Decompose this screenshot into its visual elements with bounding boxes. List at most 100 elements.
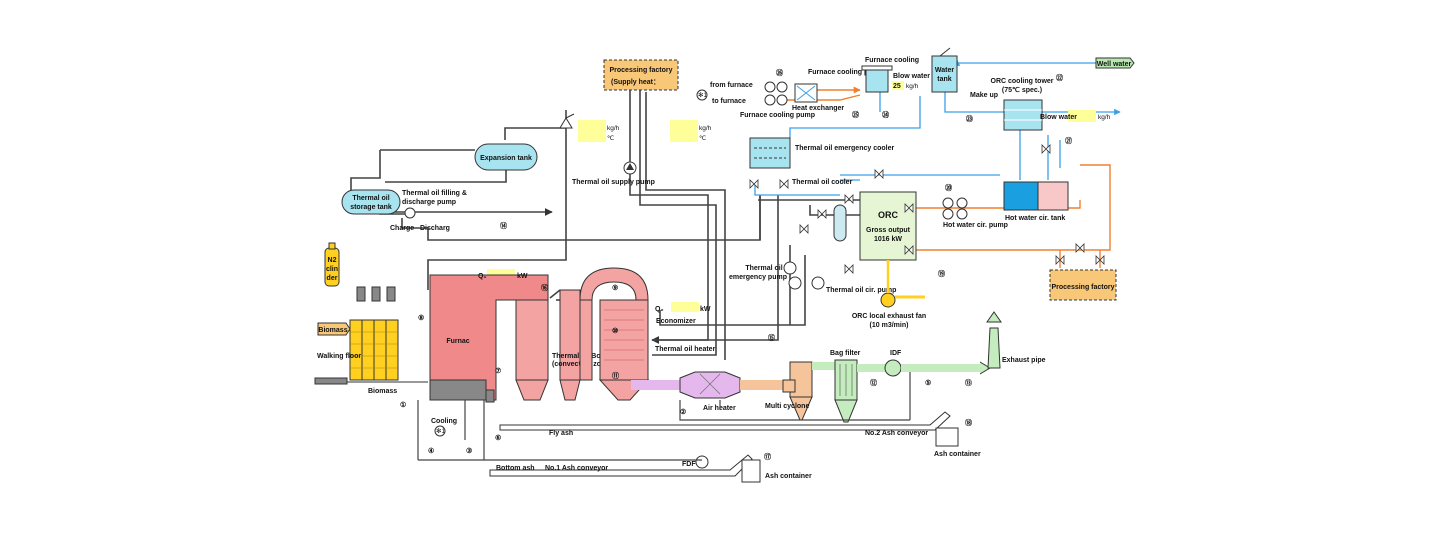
- water-tank: Water tank: [931, 55, 958, 93]
- exhaust-pipe-label: Exhaust pipe: [1002, 357, 1046, 364]
- marker-15: ⑮: [768, 333, 775, 342]
- ash-conveyors: [489, 411, 951, 477]
- svg-text:ORC: ORC: [878, 210, 899, 220]
- filling-pump-icon: [404, 207, 416, 219]
- furnace-cooling-pump-top-label: Furnace cooling pump: [808, 69, 883, 76]
- emergency-pump-label: Thermal oil: [745, 265, 782, 272]
- relief-valve-icon: [559, 113, 575, 129]
- thermal-oil-boiler: [515, 289, 581, 401]
- biomass-label: Biomass: [368, 388, 397, 395]
- marker-10: ⑩: [612, 327, 618, 335]
- unit-c-1: ℃: [607, 135, 615, 142]
- orc-exhaust-fan-icon: [880, 292, 896, 308]
- fdf-label: FDF: [682, 461, 696, 468]
- fly-ash-label: Fly ash: [549, 430, 573, 437]
- marker-14: ⑭: [500, 221, 507, 230]
- thermal-oil-cooler-label: Thermal oil cooler: [792, 179, 853, 186]
- marker-18: ⑱: [965, 418, 972, 427]
- flue-duct-purple: [631, 380, 680, 390]
- orc-exhaust-fan-capacity: (10 m3/min): [870, 322, 909, 329]
- multi-cyclone-label: Multi cyclone: [765, 403, 809, 410]
- cir-pump-label: Thermal oil cir. pump: [826, 287, 896, 294]
- marker-8: ⑧: [418, 314, 424, 322]
- unit-c-2: ℃: [699, 135, 707, 142]
- ash-container-bottom-label: Ash container: [765, 473, 812, 480]
- orc-exhaust-fan-label: ORC local exhaust fan: [852, 313, 926, 320]
- marker-19: ⑲: [938, 269, 945, 278]
- ash-container-right-label: Ash container: [934, 451, 981, 458]
- no1-conveyor-label: No.1 Ash conveyor: [545, 465, 608, 472]
- multi-cyclone: [782, 361, 813, 421]
- marker-16: ⑯: [541, 283, 548, 292]
- fdf-icon: [695, 455, 709, 469]
- to-furnace-label: to furnace: [712, 98, 746, 105]
- furnace: Furnac: [429, 274, 549, 403]
- svg-text:Biomass: Biomass: [318, 327, 347, 334]
- marker-25: ㉕: [852, 110, 859, 119]
- make-up-label: Make up: [970, 92, 998, 99]
- svg-text:✻1: ✻1: [436, 427, 445, 435]
- idf-icon: [884, 359, 902, 377]
- star1-marker-bottom: [434, 425, 446, 437]
- marker-2: ②: [680, 408, 686, 416]
- furnace-cooling-label: Furnace cooling: [865, 57, 919, 64]
- marker-12: ⑫: [870, 378, 877, 387]
- marker-24: ㉔: [882, 110, 889, 119]
- orc-cooling-tower-spec: (75℃ spec.): [1002, 86, 1042, 94]
- from-furnace-label: from furnace: [710, 82, 753, 89]
- economizer-label: Economizer: [656, 318, 696, 325]
- marker-1: ①: [400, 401, 406, 409]
- air-heater: [679, 371, 741, 399]
- marker-26: ㉖: [776, 68, 783, 77]
- blow-water-label: Blow water: [893, 73, 930, 80]
- furnace-cooling-pump-bottom-label: Furnace cooling pump: [740, 112, 815, 119]
- biomass-hoppers: [349, 286, 399, 381]
- orc-cooling-tower: [1003, 99, 1043, 131]
- emergency-pump-label-2: emergency pump: [729, 274, 787, 281]
- marker-7: ⑦: [495, 367, 501, 375]
- walking-floor-label: Walking floor: [317, 353, 361, 360]
- marker-13: ⑬: [965, 378, 972, 387]
- marker-22: ㉒: [1056, 73, 1063, 82]
- svg-text:Well water: Well water: [1097, 61, 1132, 68]
- furnace-cooling-tower: [861, 65, 893, 93]
- emergency-pump-icon: [783, 261, 797, 275]
- blow-water-2-label: Blow water: [1040, 114, 1077, 121]
- processing-factory-right: Processing factory: [1049, 269, 1117, 301]
- heat-exchanger-label: Heat exchanger: [792, 105, 844, 112]
- processing-factory-top: Processing factory (Supply heat：: [603, 59, 679, 91]
- q2-label: Q₂: [655, 306, 664, 313]
- svg-text:(Supply heat：: (Supply heat：: [611, 79, 660, 86]
- marker-23: ㉓: [966, 114, 973, 123]
- thermal-oil-storage-tank: Thermal oil storage tank: [341, 189, 401, 215]
- cooling-label: Cooling: [431, 418, 457, 425]
- thermal-oil-emergency-cooler: [749, 137, 791, 169]
- hot-water-tank-label: Hot water cir. tank: [1005, 215, 1065, 222]
- svg-text:Furnac: Furnac: [446, 338, 469, 345]
- svg-text:tank: tank: [937, 76, 952, 83]
- marker-3: ③: [466, 447, 472, 455]
- svg-text:clin: clin: [326, 266, 338, 273]
- svg-text:Expansion tank: Expansion tank: [480, 155, 532, 162]
- marker-5: ⑤: [925, 379, 931, 387]
- hot-water-pumps: [942, 197, 968, 220]
- value-highlights: [487, 110, 1096, 312]
- furnace-cooling-pumps: [764, 81, 788, 106]
- marker-9: ⑨: [612, 284, 618, 292]
- unit-kgh-3: kg/h: [1098, 114, 1111, 121]
- ash-container-bottom: [741, 459, 761, 483]
- svg-text:N2: N2: [328, 257, 337, 264]
- emergency-cooler-label: Thermal oil emergency cooler: [795, 145, 894, 152]
- n2-cylinder: N2 clin der: [324, 242, 340, 287]
- bag-filter: [834, 359, 858, 423]
- svg-text:Gross output: Gross output: [866, 227, 911, 234]
- marker-21: ㉑: [1065, 136, 1072, 145]
- unit-kgh-2: kg/h: [699, 125, 712, 132]
- marker-11: ⑪: [612, 371, 619, 380]
- svg-text:kW: kW: [517, 273, 528, 280]
- marker-4: ④: [428, 447, 434, 455]
- unit-kgh-1: kg/h: [607, 125, 620, 132]
- q1-label: Q₁: [478, 273, 486, 280]
- idf-label: IDF: [890, 350, 902, 357]
- star1-marker-top: [696, 89, 708, 101]
